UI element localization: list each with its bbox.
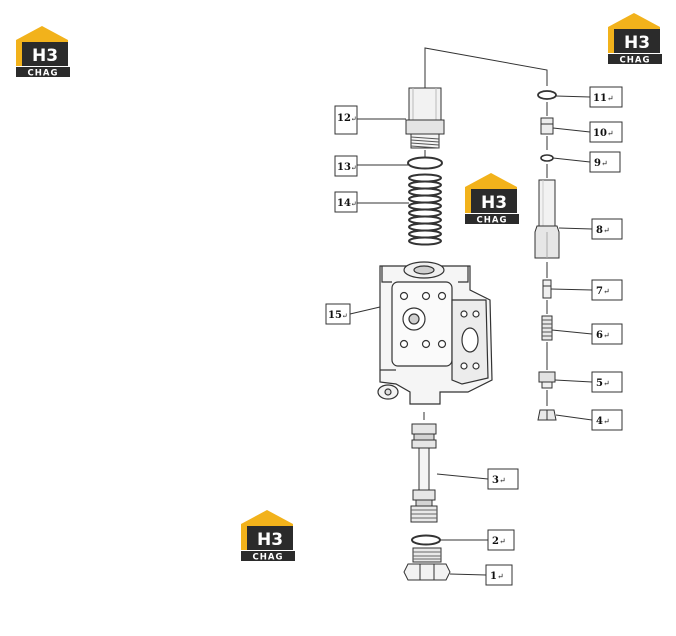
callout-10: 10↵ [589,121,623,143]
return-marker: ↵ [499,537,506,546]
part-13-o-ring [407,156,443,170]
callout-7: 7↵ [591,279,623,301]
callout-number: 4 [596,416,603,427]
return-marker: ↵ [601,159,608,168]
callout-number: 7 [596,286,603,297]
return-marker: ↵ [603,331,610,340]
callout-2: 2↵ [487,529,515,551]
brand-logo: H3 CHAG [608,13,662,66]
logo-mark: H3 [32,46,58,66]
svg-text:5↵: 5↵ [596,378,610,389]
svg-text:6↵: 6↵ [596,330,610,341]
part-3-spool [410,423,438,523]
svg-text:15↵: 15↵ [328,310,348,321]
logo-mark: H3 [624,33,650,53]
callout-9: 9↵ [589,151,621,173]
callout-8: 8↵ [591,218,623,240]
callout-number: 12 [337,113,351,124]
brand-logo: H3 CHAG [465,173,519,226]
logo-wordmark: CHAG [477,216,508,226]
callout-12: 12↵ [334,105,358,135]
logo-mark: H3 [257,530,283,550]
part-5-seat [538,371,556,389]
logo-wordmark: CHAG [28,69,59,79]
part-8-connector [534,179,560,259]
callout-number: 8 [596,225,603,236]
callout-11: 11↵ [589,86,623,108]
part-10-sleeve [540,117,554,135]
part-12-fitting [405,87,445,149]
svg-text:8↵: 8↵ [596,225,610,236]
return-marker: ↵ [603,226,610,235]
callout-number: 15 [328,310,342,321]
brand-logo: H3 CHAG [241,510,295,563]
return-marker: ↵ [607,94,614,103]
return-marker: ↵ [351,164,357,172]
part-2-o-ring [411,534,441,546]
return-marker: ↵ [603,287,610,296]
svg-text:12↵: 12↵ [337,113,357,124]
return-marker: ↵ [603,379,610,388]
logo-wordmark: CHAG [253,553,284,563]
callout-number: 10 [593,128,607,139]
part-15-valve-body [377,261,493,405]
callout-number: 9 [594,158,601,169]
assembly-lines [423,47,548,420]
svg-text:14↵: 14↵ [337,198,357,209]
callout-3: 3↵ [487,468,519,490]
svg-text:2↵: 2↵ [492,536,506,547]
callout-number: 13 [337,162,351,173]
callout-13: 13↵ [334,155,358,177]
return-marker: ↵ [351,115,357,123]
part-1-plug [403,547,451,581]
callout-6: 6↵ [591,323,623,345]
return-marker: ↵ [351,200,357,208]
svg-text:4↵: 4↵ [596,416,610,427]
return-marker: ↵ [497,572,504,581]
callout-1: 1↵ [485,564,513,586]
svg-text:11↵: 11↵ [593,93,614,104]
svg-text:10↵: 10↵ [593,128,614,139]
callout-number: 2 [492,536,499,547]
svg-text:1↵: 1↵ [490,571,504,582]
svg-text:3↵: 3↵ [492,475,506,486]
svg-text:7↵: 7↵ [596,286,610,297]
svg-text:9↵: 9↵ [594,158,608,169]
leader-lines [349,95,593,576]
return-marker: ↵ [603,417,610,426]
logo-wordmark: CHAG [620,56,651,66]
part-6-spring [541,315,553,341]
logo-mark: H3 [481,193,507,213]
callout-number: 1 [490,571,497,582]
callout-14: 14↵ [334,191,358,213]
return-marker: ↵ [499,476,506,485]
return-marker: ↵ [342,312,348,320]
part-7-pin [542,279,552,299]
callout-4: 4↵ [591,409,623,431]
part-4-cap [537,409,557,421]
callout-number: 11 [593,93,607,104]
part-11-o-ring [537,90,557,100]
part-9-ring [540,154,554,162]
return-marker: ↵ [607,129,614,138]
callout-number: 5 [596,378,603,389]
callout-15: 15↵ [325,303,351,325]
callout-number: 6 [596,330,603,341]
brand-logo: H3 CHAG [16,26,70,79]
svg-text:13↵: 13↵ [337,162,357,173]
callout-number: 14 [337,198,351,209]
callout-5: 5↵ [591,371,623,393]
part-14-spring [408,173,442,246]
callout-number: 3 [492,475,499,486]
